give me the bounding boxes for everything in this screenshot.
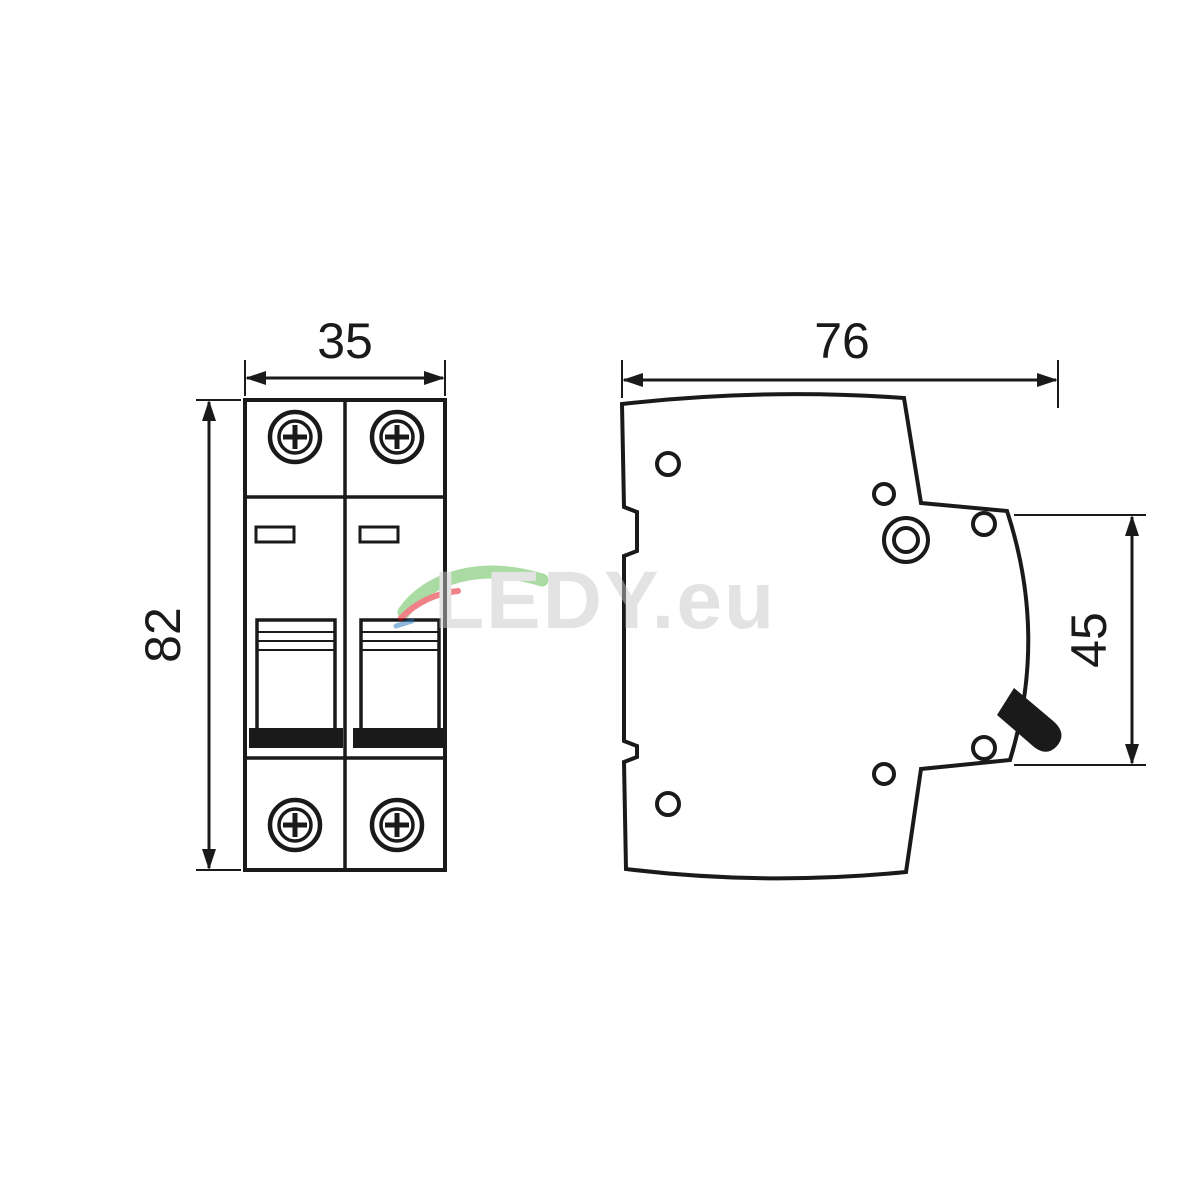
toggle-right: [353, 618, 447, 748]
label-window-left: [254, 525, 296, 544]
watermark-swoosh-red-icon: [398, 588, 461, 621]
side-view: [619, 392, 1062, 881]
dim-side-depth-label: 76: [814, 313, 870, 369]
rivet-hole: [971, 735, 997, 761]
arrowhead-right-icon: [1037, 373, 1058, 387]
rivet-hole: [971, 511, 997, 537]
side-toggle-lever: [997, 688, 1062, 752]
screw-inner-circle: [379, 419, 415, 455]
arrowhead-up-icon: [1125, 515, 1139, 536]
screw-top-left-icon: [267, 409, 323, 465]
toggle-left: [249, 618, 343, 748]
rivet-hole: [655, 791, 681, 817]
screw-bottom-left-icon: [267, 797, 323, 853]
dim-front-width: 35: [244, 313, 446, 396]
arrowhead-down-icon: [1125, 744, 1139, 765]
watermark-swoosh-blue-icon: [393, 618, 415, 629]
axle-inner-circle: [892, 526, 920, 554]
front-view: [243, 398, 447, 872]
arrowhead-up-icon: [202, 400, 216, 421]
dim-front-height-label: 82: [135, 607, 191, 663]
arrowhead-right-icon: [424, 371, 445, 385]
arrowhead-down-icon: [202, 849, 216, 870]
screw-bottom-right-icon: [369, 797, 425, 853]
dim-side-depth: 76: [621, 313, 1059, 408]
dim-front-height: 82: [135, 399, 241, 871]
screw-inner-circle: [379, 807, 415, 843]
dim-front-width-label: 35: [317, 313, 373, 369]
rivet-hole: [872, 762, 896, 786]
dim-side-height-label: 45: [1061, 612, 1117, 668]
toggle-dark-band: [353, 728, 447, 748]
rivet-hole: [655, 451, 681, 477]
toggle-body: [359, 618, 441, 732]
screw-top-right-icon: [369, 409, 425, 465]
axle-outer-circle: [882, 516, 930, 564]
screw-inner-circle: [277, 419, 313, 455]
dim-side-height: 45: [1014, 514, 1146, 766]
watermark-text: LEDY.eu: [434, 555, 776, 646]
watermark-swoosh-green-icon: [397, 565, 549, 619]
watermark: LEDY.eu: [393, 555, 776, 646]
toggle-body: [255, 618, 337, 732]
arrowhead-left-icon: [622, 373, 643, 387]
toggle-dark-band: [249, 728, 343, 748]
arrowhead-left-icon: [245, 371, 266, 385]
label-window-right: [358, 525, 400, 544]
screw-inner-circle: [277, 807, 313, 843]
rivet-hole: [872, 482, 896, 506]
